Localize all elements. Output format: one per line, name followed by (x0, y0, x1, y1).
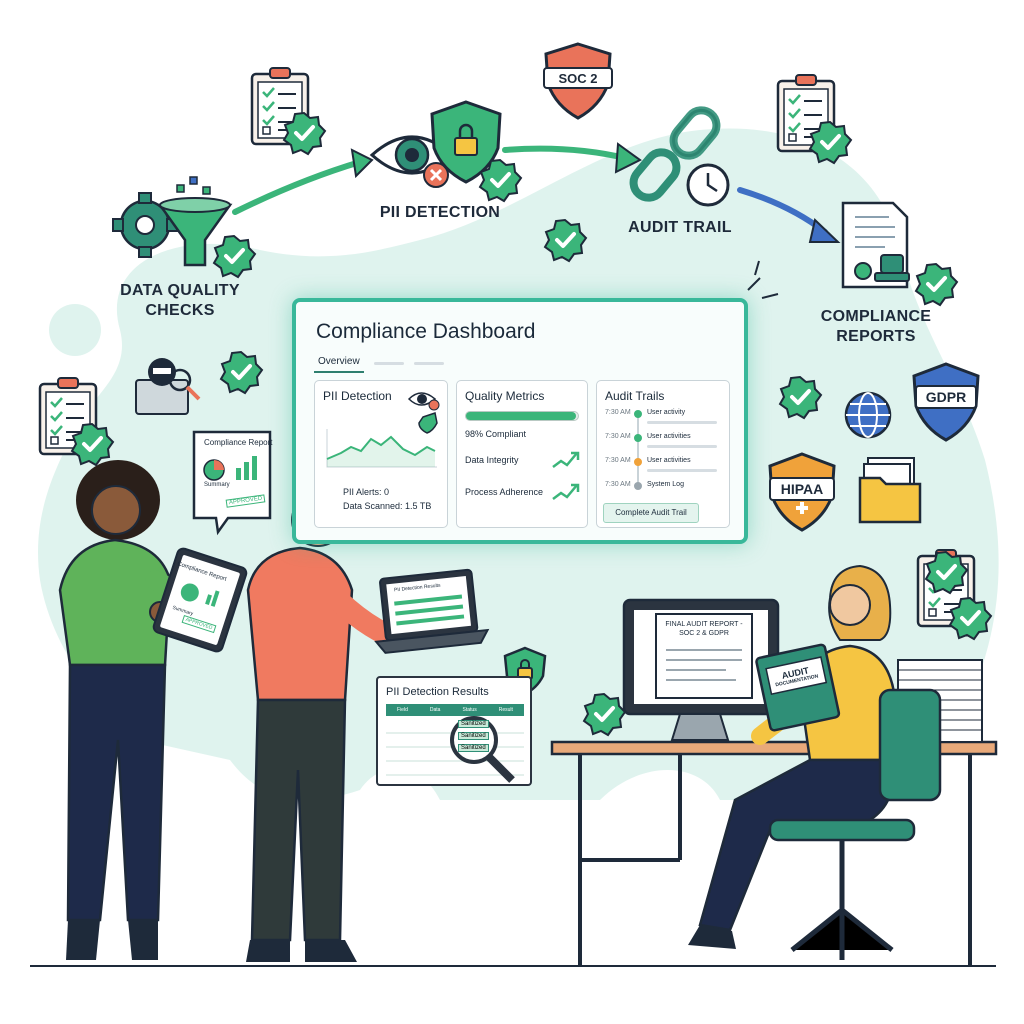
eye-shield-icon (407, 392, 440, 434)
tab-overview-underline (314, 371, 364, 373)
panel-title: PII Detection (323, 389, 392, 403)
pii-results-column-header: Field (397, 707, 408, 713)
audit-entry-text: System Log (647, 481, 684, 488)
compliance-report-title: Compliance Report (204, 438, 273, 447)
quality-row-label: Process Adherence (465, 487, 544, 497)
step-label-compliance-reports: COMPLIANCE REPORTS (796, 307, 956, 347)
sanitized-tag: Sanitized (458, 720, 489, 728)
panel-audit-trails: Audit Trails 7:30 AM User activity 7:30 … (596, 380, 730, 528)
panel-pii-detection: PII Detection PII Alerts: 0 Data Scanned… (314, 380, 448, 528)
compliance-report-summary: Summary (204, 482, 230, 488)
pii-results-header: Field Data Status Result (386, 704, 524, 716)
audit-entry-text: User activity (647, 409, 686, 416)
step-label-line: REPORTS (836, 328, 916, 345)
audit-entry-text: User activities (647, 457, 691, 464)
step-label-line: PII DETECTION (379, 204, 501, 221)
timeline-dot (634, 434, 642, 442)
pii-trend-chart (326, 429, 437, 468)
hipaa-badge: HIPAA (780, 481, 824, 497)
audit-entry-time: 7:30 AM (605, 457, 631, 464)
final-report-title-line: FINAL AUDIT REPORT - (665, 621, 743, 628)
audit-entry-time: 7:30 AM (605, 409, 631, 416)
step-label-audit-trail: AUDIT TRAIL (600, 218, 760, 238)
timeline-dot (634, 482, 642, 490)
panel-quality-metrics: Quality Metrics 98% Compliant Data Integ… (456, 380, 588, 528)
step-label-line: DATA QUALITY (120, 282, 240, 299)
tab-placeholder[interactable] (414, 362, 444, 365)
pii-results-title: PII Detection Results (386, 686, 489, 698)
step-label-data-quality: DATA QUALITY CHECKS (100, 281, 260, 321)
data-scanned-size: Data Scanned: 1.5 TB (343, 501, 432, 511)
audit-entry-detail (647, 445, 717, 448)
complete-audit-trail-button[interactable]: Complete Audit Trail (603, 503, 699, 523)
pii-results-column-header: Data (429, 707, 441, 713)
step-label-line: CHECKS (145, 302, 215, 319)
compliance-progress-fill (466, 412, 576, 420)
panel-title: Audit Trails (605, 389, 665, 403)
final-report-title-line: SOC 2 & GDPR (679, 630, 729, 637)
pii-alerts-count: PII Alerts: 0 (343, 487, 390, 497)
trend-up-icon (552, 483, 580, 500)
audit-entry-detail (647, 469, 717, 472)
sanitized-tag: Sanitized (458, 732, 489, 740)
audit-entry-text: User activities (647, 433, 691, 440)
trend-up-icon (552, 451, 580, 468)
audit-entry-time: 7:30 AM (605, 481, 631, 488)
quality-row-label: Data Integrity (465, 455, 519, 465)
audit-entry-detail (647, 421, 717, 424)
gdpr-badge: GDPR (925, 389, 967, 405)
step-label-line: AUDIT TRAIL (628, 219, 732, 236)
compliance-progress-bar (465, 411, 579, 421)
panel-title: Quality Metrics (465, 389, 545, 403)
tab-overview[interactable]: Overview (318, 356, 360, 367)
pii-detection-results-card: PII Detection Results Field Data Status … (376, 676, 532, 786)
pii-results-column-header: Result (498, 707, 513, 713)
tab-placeholder[interactable] (374, 362, 404, 365)
timeline-dot (634, 410, 642, 418)
compliance-dashboard: Compliance Dashboard Overview PII Detect… (292, 298, 748, 544)
step-label-pii-detection: PII DETECTION (360, 203, 520, 223)
timeline-line (637, 413, 639, 487)
pii-results-column-header: Status (462, 707, 477, 713)
final-audit-report: FINAL AUDIT REPORT - SOC 2 & GDPR (658, 620, 750, 638)
timeline-dot (634, 458, 642, 466)
compliance-percent: 98% Compliant (465, 429, 527, 439)
audit-entry-time: 7:30 AM (605, 433, 631, 440)
dashboard-title: Compliance Dashboard (316, 320, 536, 343)
step-label-line: COMPLIANCE (820, 308, 932, 325)
sanitized-tag: Sanitized (458, 744, 489, 752)
soc2-badge: SOC 2 (558, 71, 598, 86)
